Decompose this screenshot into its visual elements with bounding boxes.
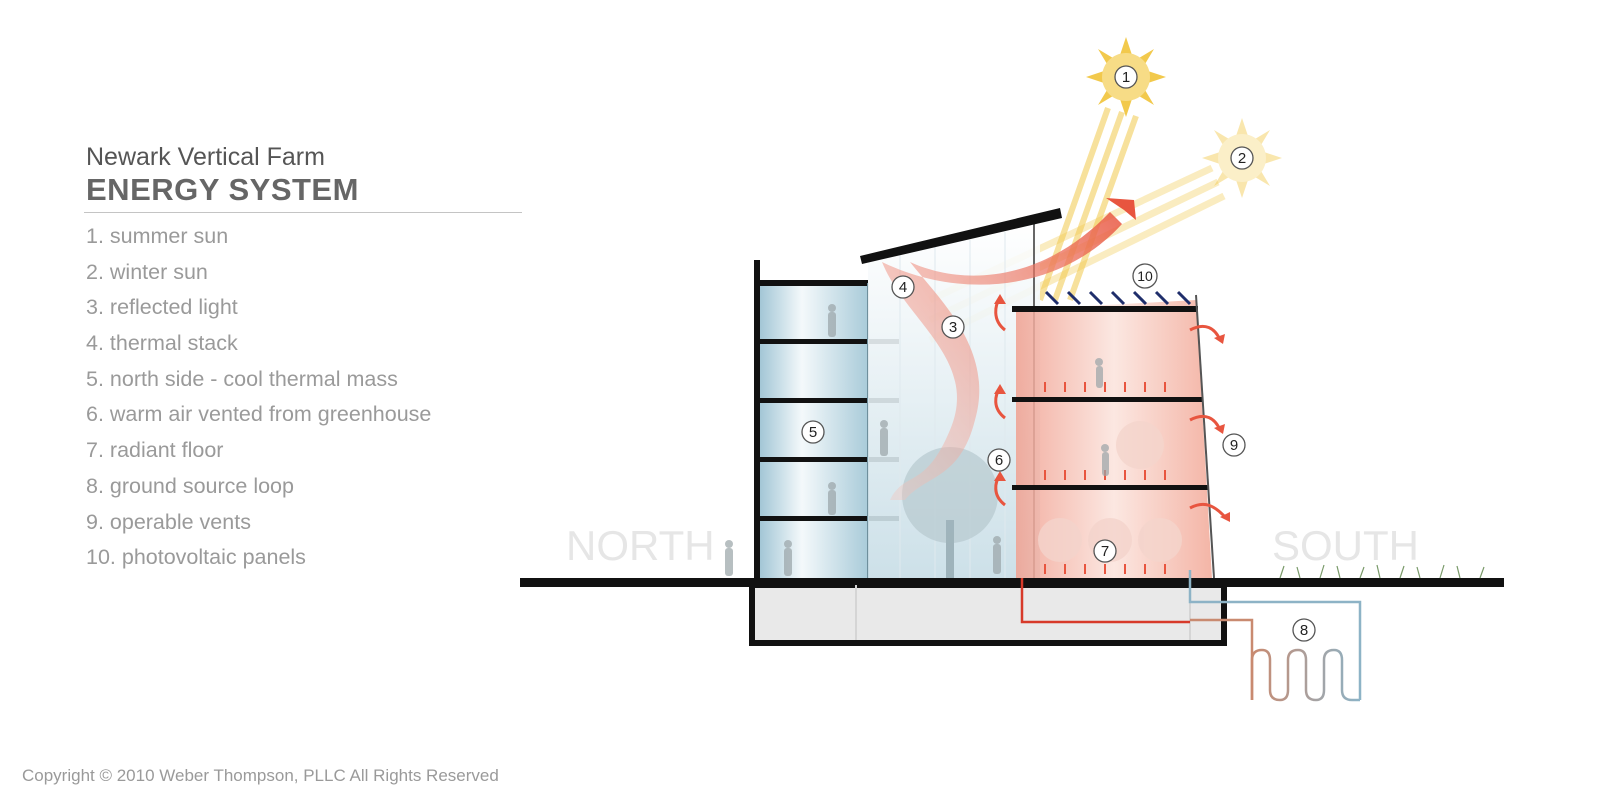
greenhouse [1012, 294, 1215, 579]
badge-6-number: 6 [995, 452, 1003, 469]
ground-source-loop [1020, 570, 1362, 702]
badge-3: 3 [941, 315, 965, 339]
legend-item-warm-air: 6. warm air vented from greenhouse [86, 402, 432, 427]
badge-8-number: 8 [1300, 622, 1308, 639]
badge-9: 9 [1222, 433, 1246, 457]
legend-item-photovoltaic: 10. photovoltaic panels [86, 545, 306, 570]
people-silhouettes [725, 304, 1109, 576]
south-label: SOUTH [1272, 522, 1419, 569]
badge-5: 5 [801, 420, 825, 444]
badge-9-number: 9 [1230, 437, 1238, 454]
badge-5-number: 5 [809, 424, 817, 441]
legend-item-radiant-floor: 7. radiant floor [86, 438, 224, 463]
north-label: NORTH [566, 522, 715, 569]
badge-4-number: 4 [899, 279, 907, 296]
badge-10-number: 10 [1137, 268, 1153, 284]
badge-10: 10 [1132, 263, 1158, 289]
badge-8: 8 [1292, 618, 1316, 642]
badge-2-number: 2 [1238, 150, 1246, 167]
badge-7: 7 [1093, 539, 1117, 563]
basement [749, 582, 1227, 646]
legend-item-winter-sun: 2. winter sun [86, 259, 208, 284]
badge-2: 2 [1230, 146, 1254, 170]
legend-list: 1. summer sun 2. winter sun 3. reflected… [86, 219, 526, 576]
legend-subtitle: Newark Vertical Farm [86, 143, 325, 171]
badge-7-number: 7 [1101, 543, 1109, 560]
legend-title: ENERGY SYSTEM [86, 172, 359, 207]
thermal-stack [882, 198, 1136, 500]
badge-4: 4 [891, 275, 915, 299]
legend-item-ground-loop: 8. ground source loop [86, 473, 294, 498]
badge-1: 1 [1114, 65, 1138, 89]
photovoltaic-panels [1044, 290, 1192, 306]
legend-item-thermal-stack: 4. thermal stack [86, 331, 238, 356]
badge-6: 6 [987, 448, 1011, 472]
legend-item-reflected-light: 3. reflected light [86, 295, 238, 320]
legend-item-operable-vents: 9. operable vents [86, 509, 251, 534]
legend-item-north-side: 5. north side - cool thermal mass [86, 366, 398, 391]
radiant-floor-arrows [1044, 382, 1166, 574]
ground [520, 564, 1504, 587]
legend-item-summer-sun: 1. summer sun [86, 224, 229, 248]
legend-divider [84, 212, 522, 213]
badge-1-number: 1 [1122, 69, 1130, 86]
warm-air-arrowheads [994, 294, 1230, 522]
badge-3-number: 3 [949, 319, 957, 336]
copyright-notice: Copyright © 2010 Weber Thompson, PLLC Al… [22, 766, 499, 785]
legend: Newark Vertical Farm ENERGY SYSTEM 1. su… [84, 142, 526, 576]
